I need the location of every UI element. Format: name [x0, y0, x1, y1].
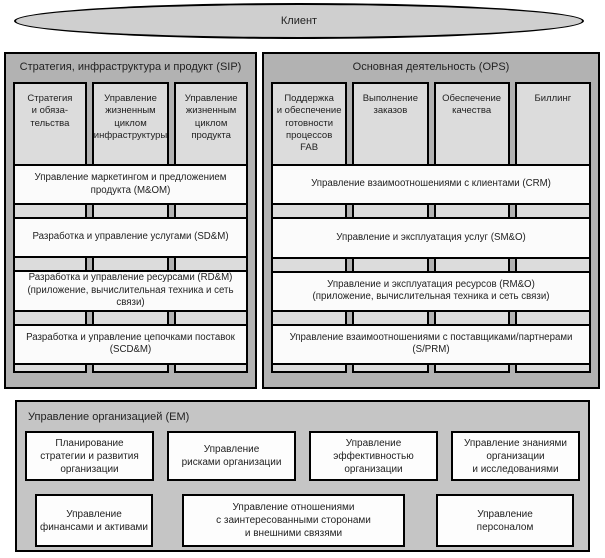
- client-label: Клиент: [280, 15, 318, 27]
- client-ellipse: Клиент: [14, 3, 584, 39]
- ops-body: Поддержка и обеспечение готовности проце…: [271, 82, 591, 380]
- sip-bar-supply-chain-development: Разработка и управление цепочками постав…: [13, 323, 248, 366]
- sip-bar-service-development: Разработка и управление услугами (SD&M): [13, 217, 248, 259]
- ops-panel: Основная деятельность (OPS) Поддержка и …: [262, 52, 600, 389]
- ops-title: Основная деятельность (OPS): [352, 61, 510, 73]
- ops-bar-crm: Управление взаимоотношениями с клиентами…: [271, 164, 591, 206]
- em-box-effectiveness-management: Управление эффективностью организации: [309, 431, 438, 481]
- em-box-knowledge-research: Управление знаниями организации и исслед…: [451, 431, 580, 481]
- sip-title: Стратегия, инфраструктура и продукт (SIP…: [19, 61, 242, 73]
- em-box-finance-assets: Управление финансами и активами: [35, 494, 153, 547]
- ops-bar-resource-mgmt-operation: Управление и эксплуатация ресурсов (RM&O…: [271, 270, 591, 312]
- em-box-strategy-planning: Планирование стратегии и развития органи…: [25, 431, 154, 481]
- sip-bars: Управление маркетингом и предложением пр…: [13, 164, 248, 366]
- sip-body: Стратегия и обяза- тельства Управление ж…: [13, 82, 249, 380]
- sip-bar-resource-development: Разработка и управление ресурсами (RD&M)…: [13, 270, 248, 312]
- em-box-hr-management: Управление персоналом: [436, 494, 574, 547]
- em-row2: Управление финансами и активами Управлен…: [25, 494, 574, 547]
- em-box-stakeholder-relations: Управление отношениями с заинтересованны…: [182, 494, 405, 547]
- em-row1: Планирование стратегии и развития органи…: [25, 431, 580, 481]
- ops-bar-supplier-partner-rm: Управление взаимоотношениями с поставщик…: [271, 323, 591, 365]
- em-panel: Управление организацией (EM) Планировани…: [15, 400, 590, 552]
- em-box-risk-management: Управление рисками организации: [167, 431, 296, 481]
- em-title: Управление организацией (EM): [28, 411, 190, 423]
- sip-panel: Стратегия, инфраструктура и продукт (SIP…: [4, 52, 257, 389]
- ops-bar-service-mgmt-operation: Управление и эксплуатация услуг (SM&O): [271, 217, 591, 259]
- sip-bar-marketing-offer-mgmt: Управление маркетингом и предложением пр…: [13, 164, 248, 206]
- ops-bars: Управление взаимоотношениями с клиентами…: [271, 164, 591, 365]
